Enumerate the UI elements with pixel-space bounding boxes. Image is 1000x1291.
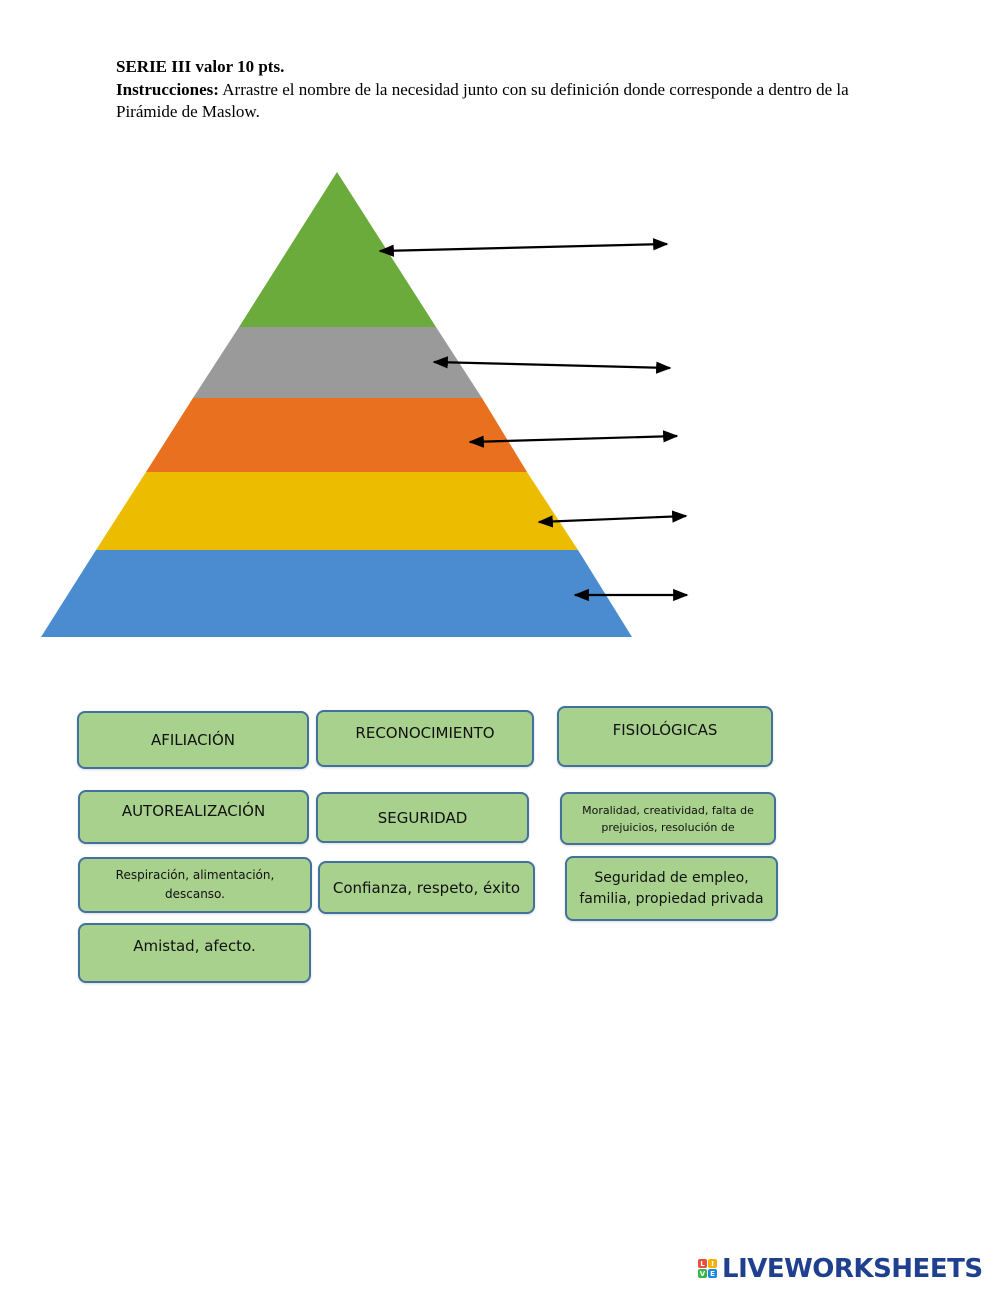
card-label: Moralidad, creatividad, falta de prejuic… <box>582 803 754 834</box>
maslow-pyramid <box>41 172 689 637</box>
card-label: Respiración, alimentación, descanso. <box>115 868 275 901</box>
card-label: FISIOLÓGICAS <box>612 721 718 739</box>
logo-square-v: V <box>698 1269 707 1278</box>
card-label: AFILIACIÓN <box>150 731 236 749</box>
instructions-header: SERIE III valor 10 pts. Instrucciones: A… <box>116 56 896 124</box>
logo-square-i: I <box>708 1259 717 1268</box>
logo-square-e: E <box>708 1269 717 1278</box>
pyramid-level-3 <box>146 398 527 472</box>
drag-card-seguridad-empleo[interactable]: Seguridad de empleo, familia, propiedad … <box>565 856 778 921</box>
drag-card-seguridad[interactable]: SEGURIDAD <box>316 792 529 843</box>
card-label: Seguridad de empleo, familia, propiedad … <box>579 869 764 907</box>
instructions-paragraph: Instrucciones: Arrastre el nombre de la … <box>116 79 896 124</box>
card-label: Confianza, respeto, éxito <box>332 878 521 897</box>
logo-wordmark: LIVEWORKSHEETS <box>722 1254 983 1284</box>
card-label: AUTOREALIZACIÓN <box>121 802 266 820</box>
arrow-level-top <box>378 238 669 257</box>
drag-card-autorealizacion[interactable]: AUTOREALIZACIÓN <box>78 790 309 844</box>
pyramid-level-top <box>239 172 436 327</box>
drag-card-afiliacion[interactable]: AFILIACIÓN <box>77 711 309 769</box>
drag-card-reconocimiento[interactable]: RECONOCIMIENTO <box>316 710 534 767</box>
arrow-level-2 <box>432 356 672 374</box>
drag-card-confianza[interactable]: Confianza, respeto, éxito <box>318 861 535 914</box>
pyramid-level-2 <box>193 327 482 398</box>
drag-card-moralidad[interactable]: Moralidad, creatividad, falta de prejuic… <box>560 792 776 845</box>
pyramid-level-4 <box>96 472 578 550</box>
card-label: SEGURIDAD <box>377 808 468 827</box>
arrow-level-3 <box>468 430 679 448</box>
pyramid-level-base <box>41 550 632 637</box>
instructions-label: Instrucciones: <box>116 79 219 99</box>
card-label: Amistad, afecto. <box>133 937 256 955</box>
drag-card-respiracion[interactable]: Respiración, alimentación, descanso. <box>78 857 312 913</box>
logo-square-l: L <box>698 1259 707 1268</box>
card-label: RECONOCIMIENTO <box>355 724 495 742</box>
series-title: SERIE III valor 10 pts. <box>116 57 285 76</box>
drag-card-amistad[interactable]: Amistad, afecto. <box>78 923 311 983</box>
drag-card-fisiologicas[interactable]: FISIOLÓGICAS <box>557 706 773 767</box>
arrow-level-4 <box>537 510 688 528</box>
instructions-text: Arrastre el nombre de la necesidad junto… <box>116 79 849 122</box>
logo-icon: L I V E <box>698 1257 718 1281</box>
liveworksheets-logo: L I V E LIVEWORKSHEETS <box>698 1253 983 1285</box>
